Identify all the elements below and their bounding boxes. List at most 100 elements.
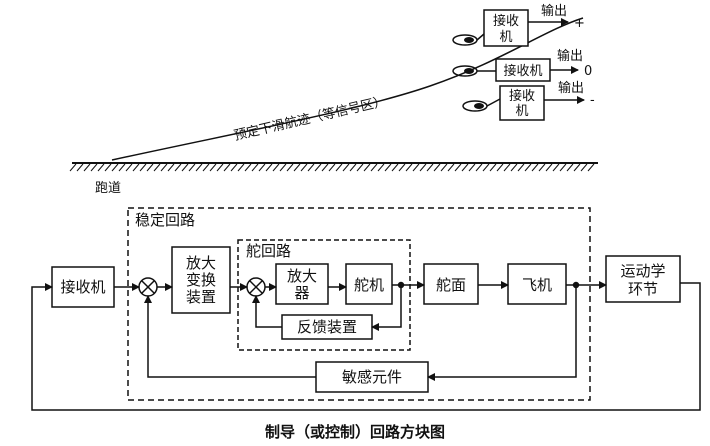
hatch-line	[370, 163, 378, 172]
hatch-line	[531, 163, 539, 172]
top-scene: 预定下滑航迹（等信号区） 跑道 接收 机 输出 + 接收机 输出 0	[69, 3, 598, 196]
hatch-line	[125, 163, 133, 172]
receiver-upper-label-2: 机	[499, 30, 512, 45]
receiver-block-label: 接收机	[60, 278, 105, 296]
hatch-line	[307, 163, 315, 172]
hatch-line	[300, 163, 308, 172]
hatch-line	[167, 163, 175, 172]
amp-conv-label-3: 装置	[186, 288, 216, 306]
hatch-line	[328, 163, 336, 172]
hatch-line	[566, 163, 574, 172]
hatch-line	[468, 163, 476, 172]
hatch-line	[153, 163, 161, 172]
arrow-outer-loop	[31, 282, 701, 411]
hatch-line	[461, 163, 469, 172]
summing-junction-inner-cross-b	[249, 280, 263, 294]
feedback-device-label: 反馈装置	[297, 318, 357, 336]
amp-conv-label-1: 放大	[186, 254, 216, 272]
control-surface-label: 舵面	[436, 276, 466, 294]
hatch-line	[195, 163, 203, 172]
hatch-line	[83, 163, 91, 172]
block-labels: 稳定回路 舵回路 接收机 放大 变换 装置 放大 器 舵机 反馈装置 舵面 飞机…	[60, 211, 665, 386]
hatch-line	[90, 163, 98, 172]
hatch-line	[76, 163, 84, 172]
hatch-line	[552, 163, 560, 172]
hatch-line	[475, 163, 483, 172]
kinematic-label-1: 运动学	[620, 262, 665, 280]
hatch-line	[573, 163, 581, 172]
hatch-line	[202, 163, 210, 172]
output-label-middle: 输出	[557, 48, 583, 64]
hatch-line	[223, 163, 231, 172]
receiver-lower-label-2: 机	[515, 104, 528, 119]
servo-label: 舵机	[354, 276, 384, 294]
hatch-line	[363, 163, 371, 172]
receiver-box-upper	[483, 9, 529, 47]
aircraft-icon-upper	[452, 33, 485, 46]
hatch-line	[146, 163, 154, 172]
hatch-line	[391, 163, 399, 172]
output-label-lower: 输出	[558, 80, 584, 96]
hatch-line	[286, 163, 294, 172]
hatch-line	[510, 163, 518, 172]
summing-junction-outer-cross-b	[141, 280, 155, 294]
hatch-line	[251, 163, 259, 172]
hatch-line	[104, 163, 112, 172]
amplifier-label-2: 器	[294, 284, 309, 302]
hatch-line	[349, 163, 357, 172]
arrow-sensor-to-sum	[144, 295, 316, 378]
receiver-upper-label-1: 接收	[493, 13, 519, 29]
hatch-line	[314, 163, 322, 172]
hatch-line	[538, 163, 546, 172]
output-symbol-zero: 0	[584, 64, 592, 79]
hatch-line	[265, 163, 273, 172]
hatch-line	[587, 163, 595, 172]
aircraft-label: 飞机	[522, 276, 552, 294]
output-label-upper: 输出	[541, 3, 567, 19]
arrow-servo-to-feedback	[371, 285, 402, 331]
hatch-line	[209, 163, 217, 172]
output-symbol-plus: +	[574, 16, 585, 31]
hatch-line	[503, 163, 511, 172]
ground-hatching	[69, 163, 595, 172]
hatch-line	[335, 163, 343, 172]
arrow-feedback-to-sum	[252, 295, 282, 328]
receiver-box-lower	[499, 85, 545, 121]
hatch-line	[524, 163, 532, 172]
hatch-line	[321, 163, 329, 172]
hatch-line	[405, 163, 413, 172]
hatch-line	[174, 163, 182, 172]
hatch-line	[447, 163, 455, 172]
hatch-line	[426, 163, 434, 172]
hatch-line	[139, 163, 147, 172]
output-symbol-minus: -	[590, 93, 595, 108]
hatch-line	[356, 163, 364, 172]
hatch-line	[272, 163, 280, 172]
hatch-line	[293, 163, 301, 172]
hatch-line	[580, 163, 588, 172]
hatch-line	[188, 163, 196, 172]
runway-label: 跑道	[95, 181, 121, 196]
hatch-line	[216, 163, 224, 172]
stability-loop-label: 稳定回路	[135, 211, 195, 229]
hatch-line	[160, 163, 168, 172]
hatch-line	[132, 163, 140, 172]
junction-dot-aircraft	[572, 281, 580, 289]
hatch-line	[181, 163, 189, 172]
rudder-loop-boundary	[237, 239, 411, 351]
hatch-line	[433, 163, 441, 172]
hatch-line	[279, 163, 287, 172]
junction-dot-servo	[397, 281, 405, 289]
stability-loop-boundary	[127, 207, 591, 401]
hatch-line	[69, 163, 77, 172]
receiver-lower-label-1: 接收	[509, 88, 535, 104]
kinematic-label-2: 环节	[628, 280, 658, 298]
hatch-line	[111, 163, 119, 172]
hatch-line	[398, 163, 406, 172]
hatch-line	[237, 163, 245, 172]
hatch-line	[384, 163, 392, 172]
hatch-line	[559, 163, 567, 172]
hatch-line	[412, 163, 420, 172]
block-diagram	[31, 207, 701, 411]
